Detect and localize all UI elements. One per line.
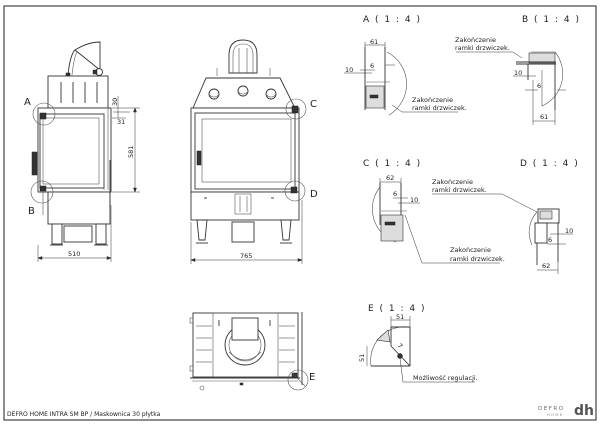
- callout-a: A: [24, 97, 31, 108]
- dim-side-frame-offset: 31: [117, 118, 125, 126]
- detail-e-note: Możliwość regulacji.: [413, 374, 478, 382]
- detail-e-adjuster: [397, 353, 403, 359]
- side-view-detail-circle-b: [30, 180, 54, 204]
- detail-e-title: E ( 1 : 4 ): [368, 304, 426, 314]
- side-view-detail-circle-a: [32, 102, 56, 126]
- dim-side-top-offset: 30: [111, 98, 119, 106]
- detail-b-note-line1: Zakończenie: [455, 36, 496, 44]
- callout-e: E: [309, 372, 315, 383]
- top-view-detail-circle-e: [287, 369, 309, 391]
- detail-b-note-line2: ramki drzwiczek.: [455, 44, 510, 52]
- dim-side-height: 581: [127, 146, 135, 158]
- detail-c-dim-6: 6: [393, 190, 397, 198]
- detail-e-dim-width: 51: [396, 313, 404, 321]
- front-view-body: [190, 107, 300, 193]
- drawing-border: [3, 5, 597, 421]
- callout-c: C: [310, 99, 317, 110]
- logo-mark-icon: dh: [574, 403, 594, 419]
- detail-a: A ( 1 : 4 ) 61 10 6 Zakończenie ramki dr…: [344, 15, 467, 116]
- front-view-detail-circle-c: [285, 98, 307, 120]
- front-view-outlet-center: [237, 85, 249, 97]
- detail-d-title: D ( 1 : 4 ): [520, 159, 579, 169]
- drawing-caption: DEFRO HOME INTRA SM BP / Maskownica 30 p…: [7, 411, 161, 418]
- detail-c: C ( 1 : 4 ) 62 6 10 Zakończenie ramki dr…: [363, 159, 538, 264]
- dim-side-width: 510: [68, 250, 80, 258]
- side-view-handle: [31, 151, 38, 176]
- front-view-outlet-right: [265, 88, 277, 100]
- detail-a-title: A ( 1 : 4 ): [363, 15, 421, 25]
- detail-a-note-line2: ramki drzwiczek.: [412, 104, 467, 112]
- front-view-flue-dome: [228, 39, 258, 74]
- detail-a-note-line1: Zakończenie: [412, 96, 453, 104]
- detail-a-dim-6: 6: [370, 62, 374, 70]
- logo-subtext: HOME: [547, 412, 563, 417]
- detail-b: B ( 1 : 4 ) Zakończenie ramki drzwiczek.…: [455, 15, 581, 125]
- detail-c-dim-62: 62: [386, 174, 394, 182]
- front-view: C D 765: [190, 39, 318, 264]
- detail-c-note-top-line1: Zakończenie: [432, 178, 473, 186]
- detail-d-dim-10: 10: [565, 227, 573, 235]
- detail-b-title: B ( 1 : 4 ): [522, 15, 581, 25]
- side-view-dimensions: [37, 96, 140, 262]
- logo-text: DEFRO: [538, 406, 565, 412]
- detail-c-note-bottom-line1: Zakończenie: [450, 246, 491, 254]
- dim-front-width: 765: [240, 252, 252, 260]
- detail-d: D ( 1 : 4 ) 10 6 62: [520, 159, 579, 274]
- side-view-flue: [65, 41, 103, 77]
- side-view-body: [37, 107, 112, 193]
- detail-e-dim-height: 51: [358, 354, 366, 362]
- detail-c-title: C ( 1 : 4 ): [363, 159, 422, 169]
- detail-c-dim-10: 10: [410, 196, 418, 204]
- front-view-dimensions: [190, 200, 303, 264]
- detail-d-dim-62: 62: [542, 262, 550, 270]
- defro-home-logo: DEFRO HOME dh: [538, 403, 594, 419]
- callout-d: D: [310, 189, 318, 200]
- detail-a-dim-10: 10: [345, 66, 353, 74]
- side-view-top-box: [47, 75, 109, 109]
- detail-b-dim-10: 10: [514, 69, 522, 77]
- detail-c-note-bottom-line2: ramki drzwiczek.: [450, 255, 505, 263]
- detail-d-dim-6: 6: [548, 236, 552, 244]
- detail-a-dim-61: 61: [370, 38, 378, 46]
- detail-e-dim-7: 7: [396, 342, 405, 351]
- detail-e: E ( 1 : 4 ) 51 51 7 Możliwość regulacji.: [358, 304, 478, 383]
- detail-b-dim-61: 61: [540, 113, 548, 121]
- front-view-outlet-left: [208, 88, 220, 100]
- detail-b-dim-6: 6: [537, 82, 541, 90]
- side-view: A B 30 31 581 510: [24, 41, 140, 262]
- front-view-detail-circle-d: [284, 180, 306, 202]
- callout-b: B: [28, 206, 35, 217]
- front-view-handle: [196, 150, 202, 166]
- detail-c-note-top-line2: ramki drzwiczek.: [432, 186, 487, 194]
- top-view: E: [189, 312, 315, 391]
